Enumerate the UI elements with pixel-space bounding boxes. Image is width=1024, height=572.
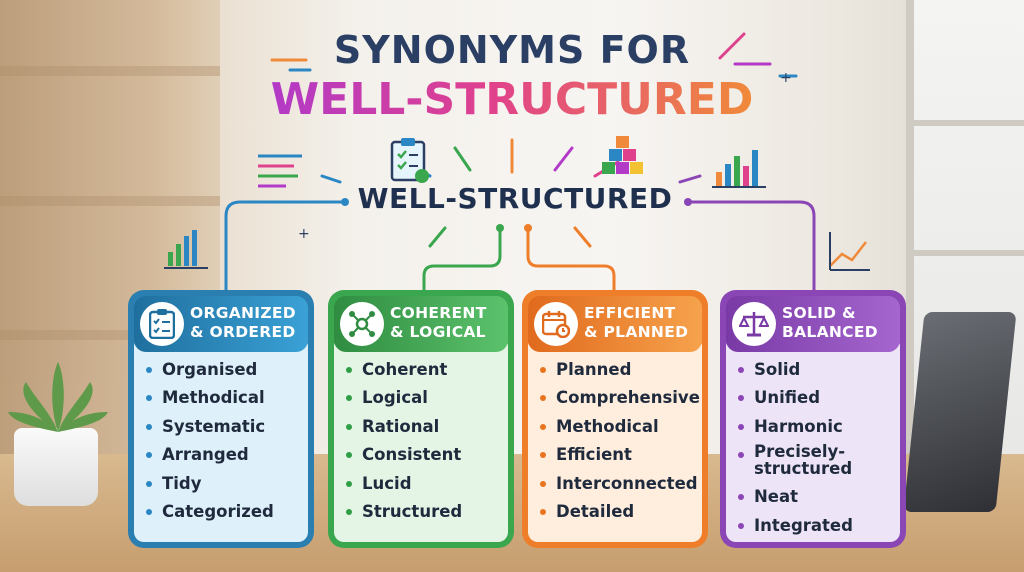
list-item: Solid — [738, 358, 900, 386]
card-body — [134, 336, 308, 542]
stacked-blocks-icon — [602, 136, 643, 174]
list-item: Consistent — [346, 443, 508, 471]
list-item: Structured — [346, 500, 508, 528]
shelf-board — [0, 196, 220, 206]
list-item: Integrated — [738, 514, 900, 542]
card-header: SOLID &BALANCED — [726, 296, 900, 352]
plant-pot — [14, 428, 98, 506]
svg-text:+: + — [298, 226, 310, 242]
network-nodes-icon — [340, 302, 384, 346]
succulent-plant — [8, 362, 108, 432]
lines-list-icon — [258, 154, 302, 188]
bar-chart-icon — [164, 230, 208, 269]
list-item: Detailed — [540, 500, 702, 528]
list-item: Logical — [346, 386, 508, 414]
synonym-list: Organised Methodical Systematic Arranged… — [146, 358, 308, 528]
list-item: Unified — [738, 386, 900, 414]
list-item: Organised — [146, 358, 308, 386]
title-line-1: SYNONYMS FOR — [333, 28, 691, 72]
shelf-board — [0, 330, 220, 340]
shelf-board — [0, 66, 220, 76]
calendar-clock-icon — [534, 302, 578, 346]
list-item: Efficient — [540, 443, 702, 471]
synonym-list: Solid Unified Harmonic Precisely-structu… — [738, 358, 900, 542]
scales-icon — [732, 302, 776, 346]
card-coherent-logical: COHERENT& LOGICAL Coherent Logical Ratio… — [328, 290, 514, 548]
list-item: Methodical — [146, 386, 308, 414]
list-item: Methodical — [540, 415, 702, 443]
clipboard-icon — [390, 138, 429, 183]
card-organized-ordered: ORGANIZED& ORDERED Organised Methodical … — [128, 290, 314, 548]
card-body — [528, 336, 702, 542]
clipboard-checklist-icon — [140, 302, 184, 346]
connector-purple — [688, 200, 816, 296]
line-chart-icon — [829, 232, 870, 271]
title-line-2: WELL-STRUCTURED — [0, 74, 1024, 125]
list-item: Planned — [540, 358, 702, 386]
card-header: COHERENT& LOGICAL — [334, 296, 508, 352]
card-header: ORGANIZED& ORDERED — [134, 296, 308, 352]
list-item: Categorized — [146, 500, 308, 528]
synonym-list: Coherent Logical Rational Consistent Luc… — [346, 358, 508, 528]
list-item: Arranged — [146, 443, 308, 471]
list-item: Lucid — [346, 472, 508, 500]
center-word: WELL-STRUCTURED — [357, 182, 673, 215]
card-efficient-planned: EFFICIENT& PLANNED Planned Comprehensive… — [522, 290, 708, 548]
bar-chart-icon — [712, 150, 766, 188]
list-item: Neat — [738, 485, 900, 513]
list-item: Tidy — [146, 472, 308, 500]
card-heading: ORGANIZED& ORDERED — [190, 304, 296, 341]
title-line-2-text: WELL-STRUCTURED — [270, 74, 754, 125]
list-item: Systematic — [146, 415, 308, 443]
list-item: Interconnected — [540, 472, 702, 500]
card-body — [334, 336, 508, 542]
card-solid-balanced: SOLID &BALANCED Solid Unified Harmonic P… — [720, 290, 906, 548]
connector-green — [422, 228, 502, 296]
list-item: Precisely-structured — [738, 443, 874, 485]
list-item: Coherent — [346, 358, 508, 386]
card-header: EFFICIENT& PLANNED — [528, 296, 702, 352]
svg-text:+: + — [780, 70, 792, 86]
list-item: Harmonic — [738, 415, 900, 443]
card-body — [726, 336, 900, 542]
list-item: Rational — [346, 415, 508, 443]
connector-orange — [526, 228, 616, 296]
card-heading: COHERENT& LOGICAL — [390, 304, 487, 341]
connector-blue — [224, 200, 345, 296]
card-heading: EFFICIENT& PLANNED — [584, 304, 689, 341]
list-item: Comprehensive — [540, 386, 702, 414]
synonym-list: Planned Comprehensive Methodical Efficie… — [540, 358, 702, 528]
title-accents — [270, 32, 798, 78]
card-heading: SOLID &BALANCED — [782, 304, 878, 341]
